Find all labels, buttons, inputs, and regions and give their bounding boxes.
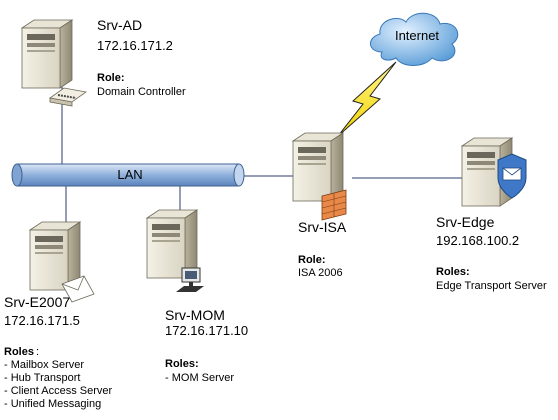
srv-e2007-name: Srv-E2007 bbox=[4, 294, 71, 310]
srv-e2007-role-colon: : bbox=[36, 346, 40, 358]
srv-e2007-roles-list: - Mailbox Server - Hub Transport - Clien… bbox=[4, 359, 112, 411]
lan-label: LAN bbox=[117, 167, 142, 182]
srv-e2007-ip: 172.16.171.5 bbox=[4, 313, 80, 328]
srv-mom-name: Srv-MOM bbox=[165, 307, 225, 323]
srv-ad-ip: 172.16.171.2 bbox=[97, 38, 173, 53]
network-switch-icon bbox=[48, 87, 88, 107]
srv-ad-role-heading: Role: bbox=[97, 72, 125, 84]
mail-shield-icon bbox=[497, 153, 527, 199]
srv-e2007-role-item: - Unified Messaging bbox=[4, 398, 102, 410]
srv-isa-server-icon bbox=[292, 132, 344, 202]
srv-isa-role-heading: Role: bbox=[298, 254, 326, 266]
srv-ad-server-icon bbox=[21, 19, 73, 89]
srv-mom-role-heading: Roles: bbox=[165, 358, 199, 370]
srv-mom-role-item: - MOM Server bbox=[165, 372, 235, 384]
srv-e2007-role-item: - Client Access Server bbox=[4, 385, 113, 397]
srv-e2007-role-item: - Hub Transport bbox=[4, 372, 81, 384]
srv-isa-role: ISA 2006 bbox=[298, 267, 343, 279]
srv-edge-ip: 192.168.100.2 bbox=[436, 233, 520, 248]
srv-ad-role: Domain Controller bbox=[97, 86, 186, 98]
srv-edge-name: Srv-Edge bbox=[436, 214, 495, 230]
monitor-icon bbox=[176, 267, 204, 292]
srv-mom-ip: 172.16.171.10 bbox=[165, 323, 249, 338]
srv-edge-role: Edge Transport Server bbox=[436, 280, 547, 292]
srv-ad-name: Srv-AD bbox=[97, 17, 143, 33]
srv-e2007-role-item: - Mailbox Server bbox=[4, 359, 85, 371]
srv-mom-roles-list: - MOM Server bbox=[165, 372, 234, 385]
internet-label: Internet bbox=[395, 28, 439, 43]
srv-edge-role-heading: Roles: bbox=[436, 266, 470, 278]
lan-bus bbox=[11, 163, 245, 187]
firewall-icon bbox=[321, 189, 347, 221]
internet-cloud-icon bbox=[370, 12, 459, 66]
mail-envelope-icon bbox=[61, 275, 95, 303]
srv-e2007-role-heading: Roles bbox=[4, 346, 34, 358]
srv-isa-name: Srv-ISA bbox=[298, 219, 347, 235]
lightning-bolt-icon bbox=[337, 61, 397, 137]
